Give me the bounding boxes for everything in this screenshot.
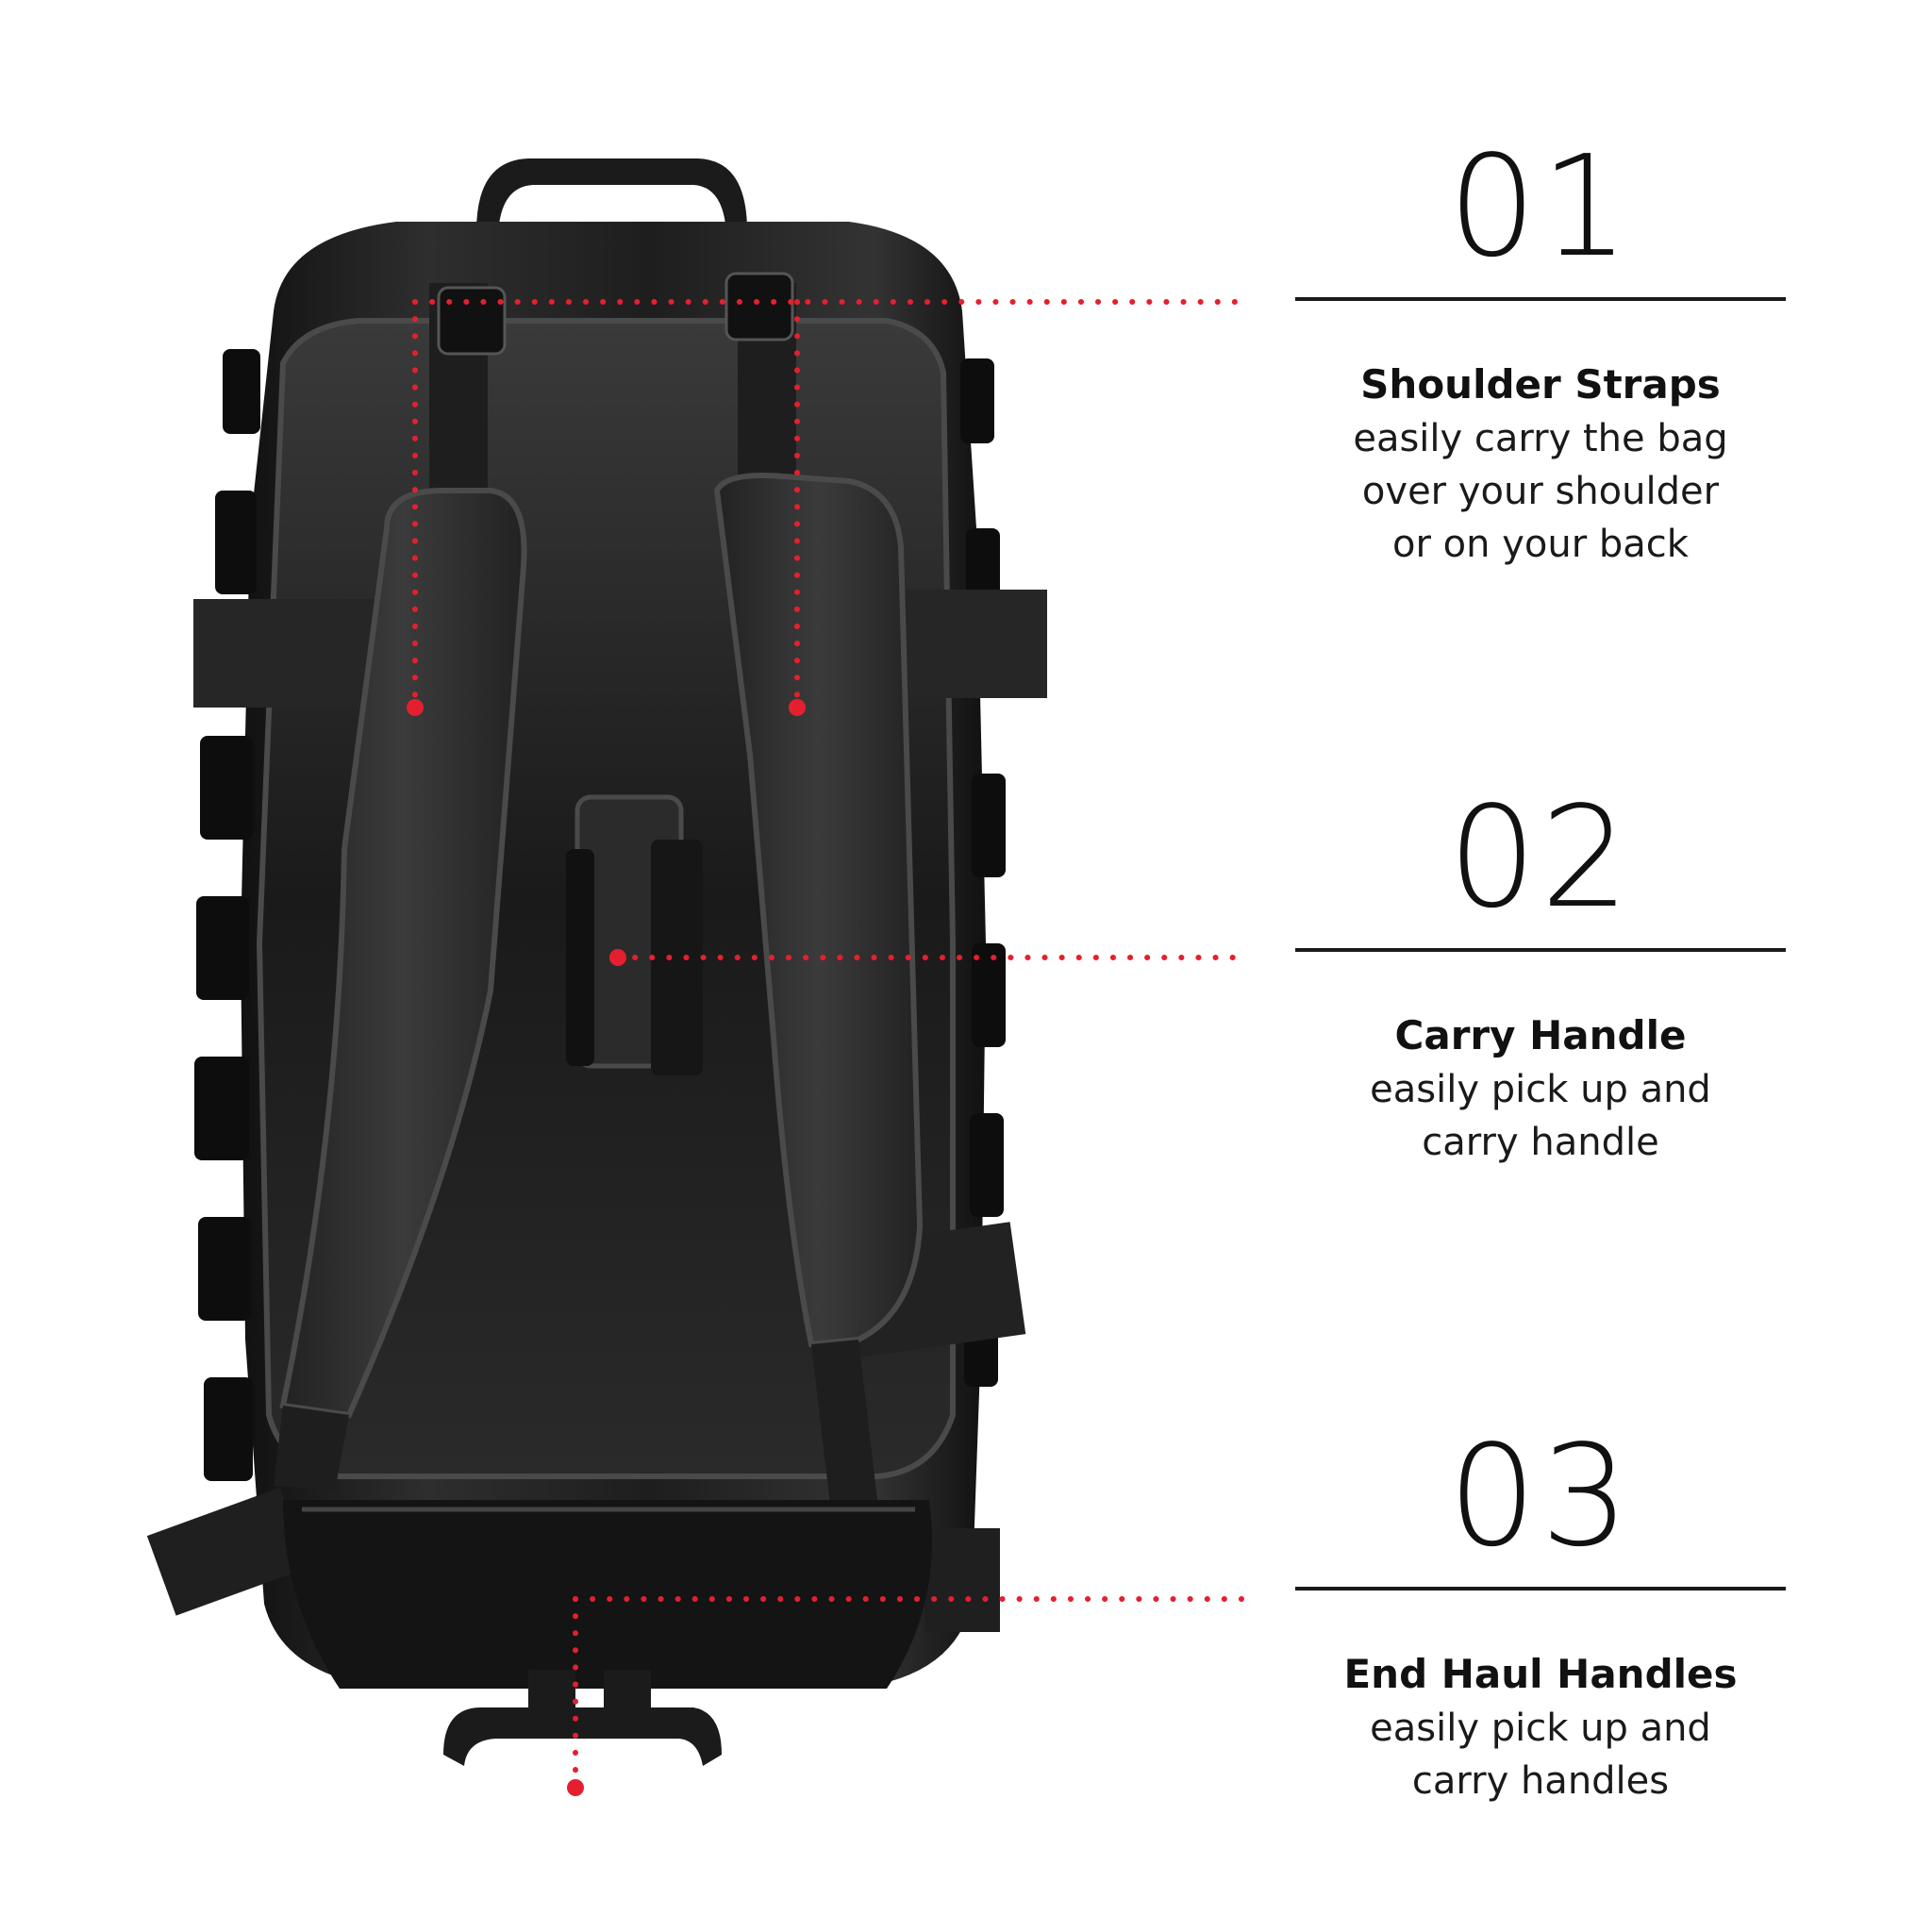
description-line: carry handle [1422, 1121, 1659, 1165]
divider [1295, 948, 1786, 952]
shoulder-strap-left [279, 488, 527, 1419]
end-haul-handle [443, 1707, 722, 1766]
feature-end-haul-handles: 03 End Haul Handles easily pick up and c… [1295, 1426, 1786, 1807]
description-line: easily carry the bag [1353, 417, 1728, 461]
bag-bottom-end [283, 1500, 932, 1689]
feature-number: 03 [1447, 1415, 1634, 1577]
feature-description: easily pick up and carry handles [1295, 1702, 1786, 1807]
buckles [437, 272, 794, 356]
lower-strap-right2 [924, 1528, 1000, 1632]
divider [1295, 297, 1786, 301]
feature-title: Carry Handle [1394, 1012, 1687, 1058]
feature-title: End Haul Handles [1343, 1651, 1738, 1697]
description-line: over your shoulder [1361, 470, 1720, 514]
feature-description: easily pick up and carry handle [1295, 1063, 1786, 1169]
description-line: or on your back [1392, 523, 1689, 567]
callout-endpoints [407, 699, 806, 1796]
description-line: easily pick up and [1370, 1707, 1711, 1751]
description-line: easily pick up and [1370, 1068, 1711, 1112]
feature-number: 02 [1447, 776, 1634, 939]
top-handle [476, 158, 747, 236]
feature-description: easily carry the bag over your shoulder … [1295, 412, 1786, 571]
strap-tail-right [811, 1340, 877, 1505]
callout-lines [412, 299, 1248, 1790]
strap-tail-left [274, 1406, 349, 1491]
divider [1295, 1587, 1786, 1591]
feature-title: Shoulder Straps [1360, 361, 1721, 408]
side-webbing-left [194, 349, 260, 1481]
shoulder-strap-right [713, 473, 924, 1348]
feature-shoulder-straps: 01 Shoulder Straps easily carry the bag … [1295, 137, 1786, 571]
feature-number: 01 [1447, 125, 1634, 288]
feature-carry-handle: 02 Carry Handle easily pick up and carry… [1295, 788, 1786, 1169]
lower-strap-left [146, 1487, 309, 1616]
description-line: carry handles [1411, 1759, 1670, 1804]
